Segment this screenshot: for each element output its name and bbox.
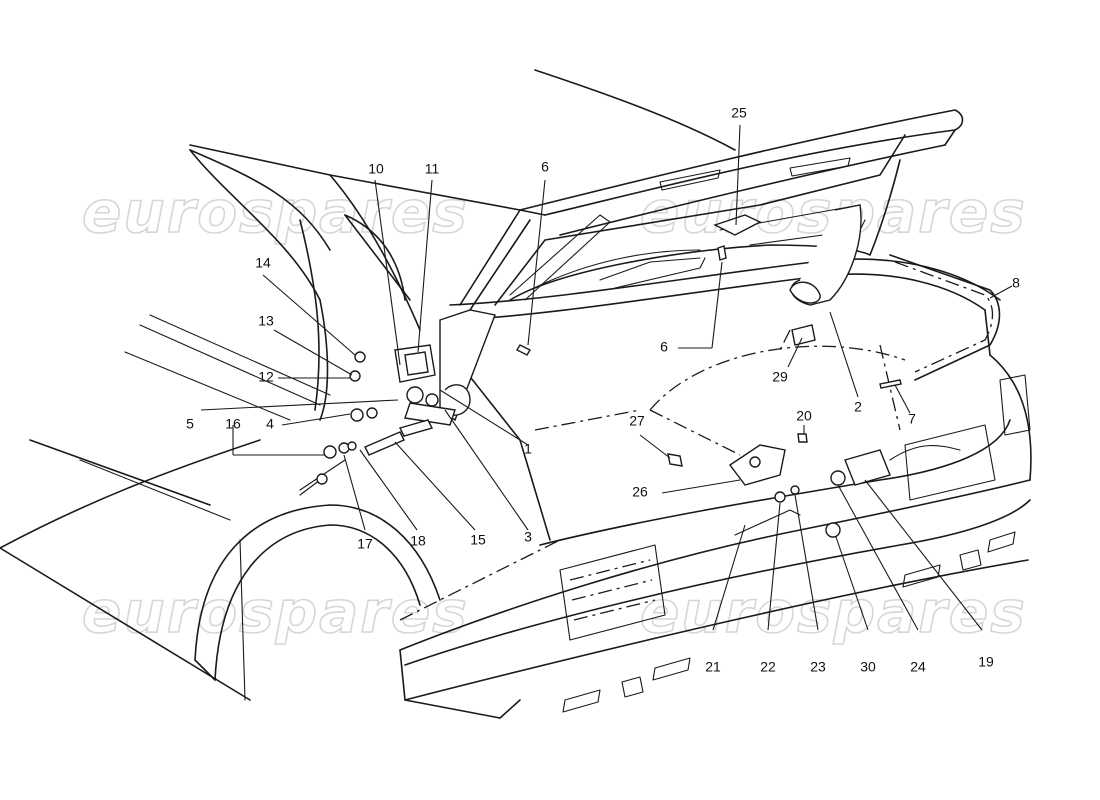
lid-striker [713,214,762,236]
callout-13: 13 [258,313,274,329]
callout-18: 18 [410,533,426,549]
watermark-group: eurospares eurospares eurospares eurospa… [81,177,1027,647]
lock-actuator [844,449,891,486]
callout-17: 17 [357,536,373,552]
washer-14 [354,351,366,363]
bolt-27 [667,453,683,467]
nut-12 [349,370,361,382]
callout-2: 2 [854,399,862,415]
callout-7: 7 [908,411,916,427]
tail-light-left [559,544,666,641]
callout-16: 16 [225,416,241,432]
weatherstrip-8 [889,254,1001,381]
callout-27: 27 [629,413,645,429]
washer-4b [366,407,378,419]
callout-20: 20 [796,408,812,424]
bracket-29 [791,324,816,346]
callout-25: 25 [731,105,747,121]
nut-16a [323,445,337,459]
callout-26: 26 [632,484,648,500]
callout-14: 14 [255,255,271,271]
hinge-pivot-left [406,386,424,404]
car-body [0,69,1032,719]
washer-22 [774,491,786,503]
callout-30: 30 [860,659,876,675]
watermark-top-left: eurospares [82,178,469,246]
callout-4: 4 [266,416,274,432]
callout-22: 22 [760,659,776,675]
callout-23: 23 [810,659,826,675]
watermark-top-right: eurospares [640,178,1027,246]
hardware [299,204,1001,538]
callout-21: 21 [705,659,721,675]
bolt-6 [516,344,531,356]
callout-6-top: 6 [541,159,549,175]
watermark-bottom-left: eurospares [82,578,469,646]
bolt-20 [797,433,808,443]
nut-23 [790,485,800,495]
callout-15: 15 [470,532,486,548]
callout-29: 29 [772,369,788,385]
nut-4a [350,408,364,422]
callout-8: 8 [1012,275,1020,291]
leader-lines [200,124,1013,631]
callout-11: 11 [425,161,440,177]
callout-24: 24 [910,659,926,675]
cap-30 [825,522,841,538]
callout-6-lower: 6 [660,339,668,355]
callout-12: 12 [258,369,274,385]
washer-16b [338,442,350,454]
callout-19: 19 [978,654,994,670]
callout-3: 3 [524,529,532,545]
spring-strut [364,431,405,456]
callout-1: 1 [524,441,532,457]
watermark-bottom-right: eurospares [640,578,1027,646]
callout-5: 5 [186,416,194,432]
callout-labels: 1 2 3 4 5 6 6 7 8 10 11 12 13 14 15 16 1… [186,105,1020,675]
callout-10: 10 [368,161,384,177]
clip-7 [879,379,902,389]
tail-light-right [904,374,1031,501]
